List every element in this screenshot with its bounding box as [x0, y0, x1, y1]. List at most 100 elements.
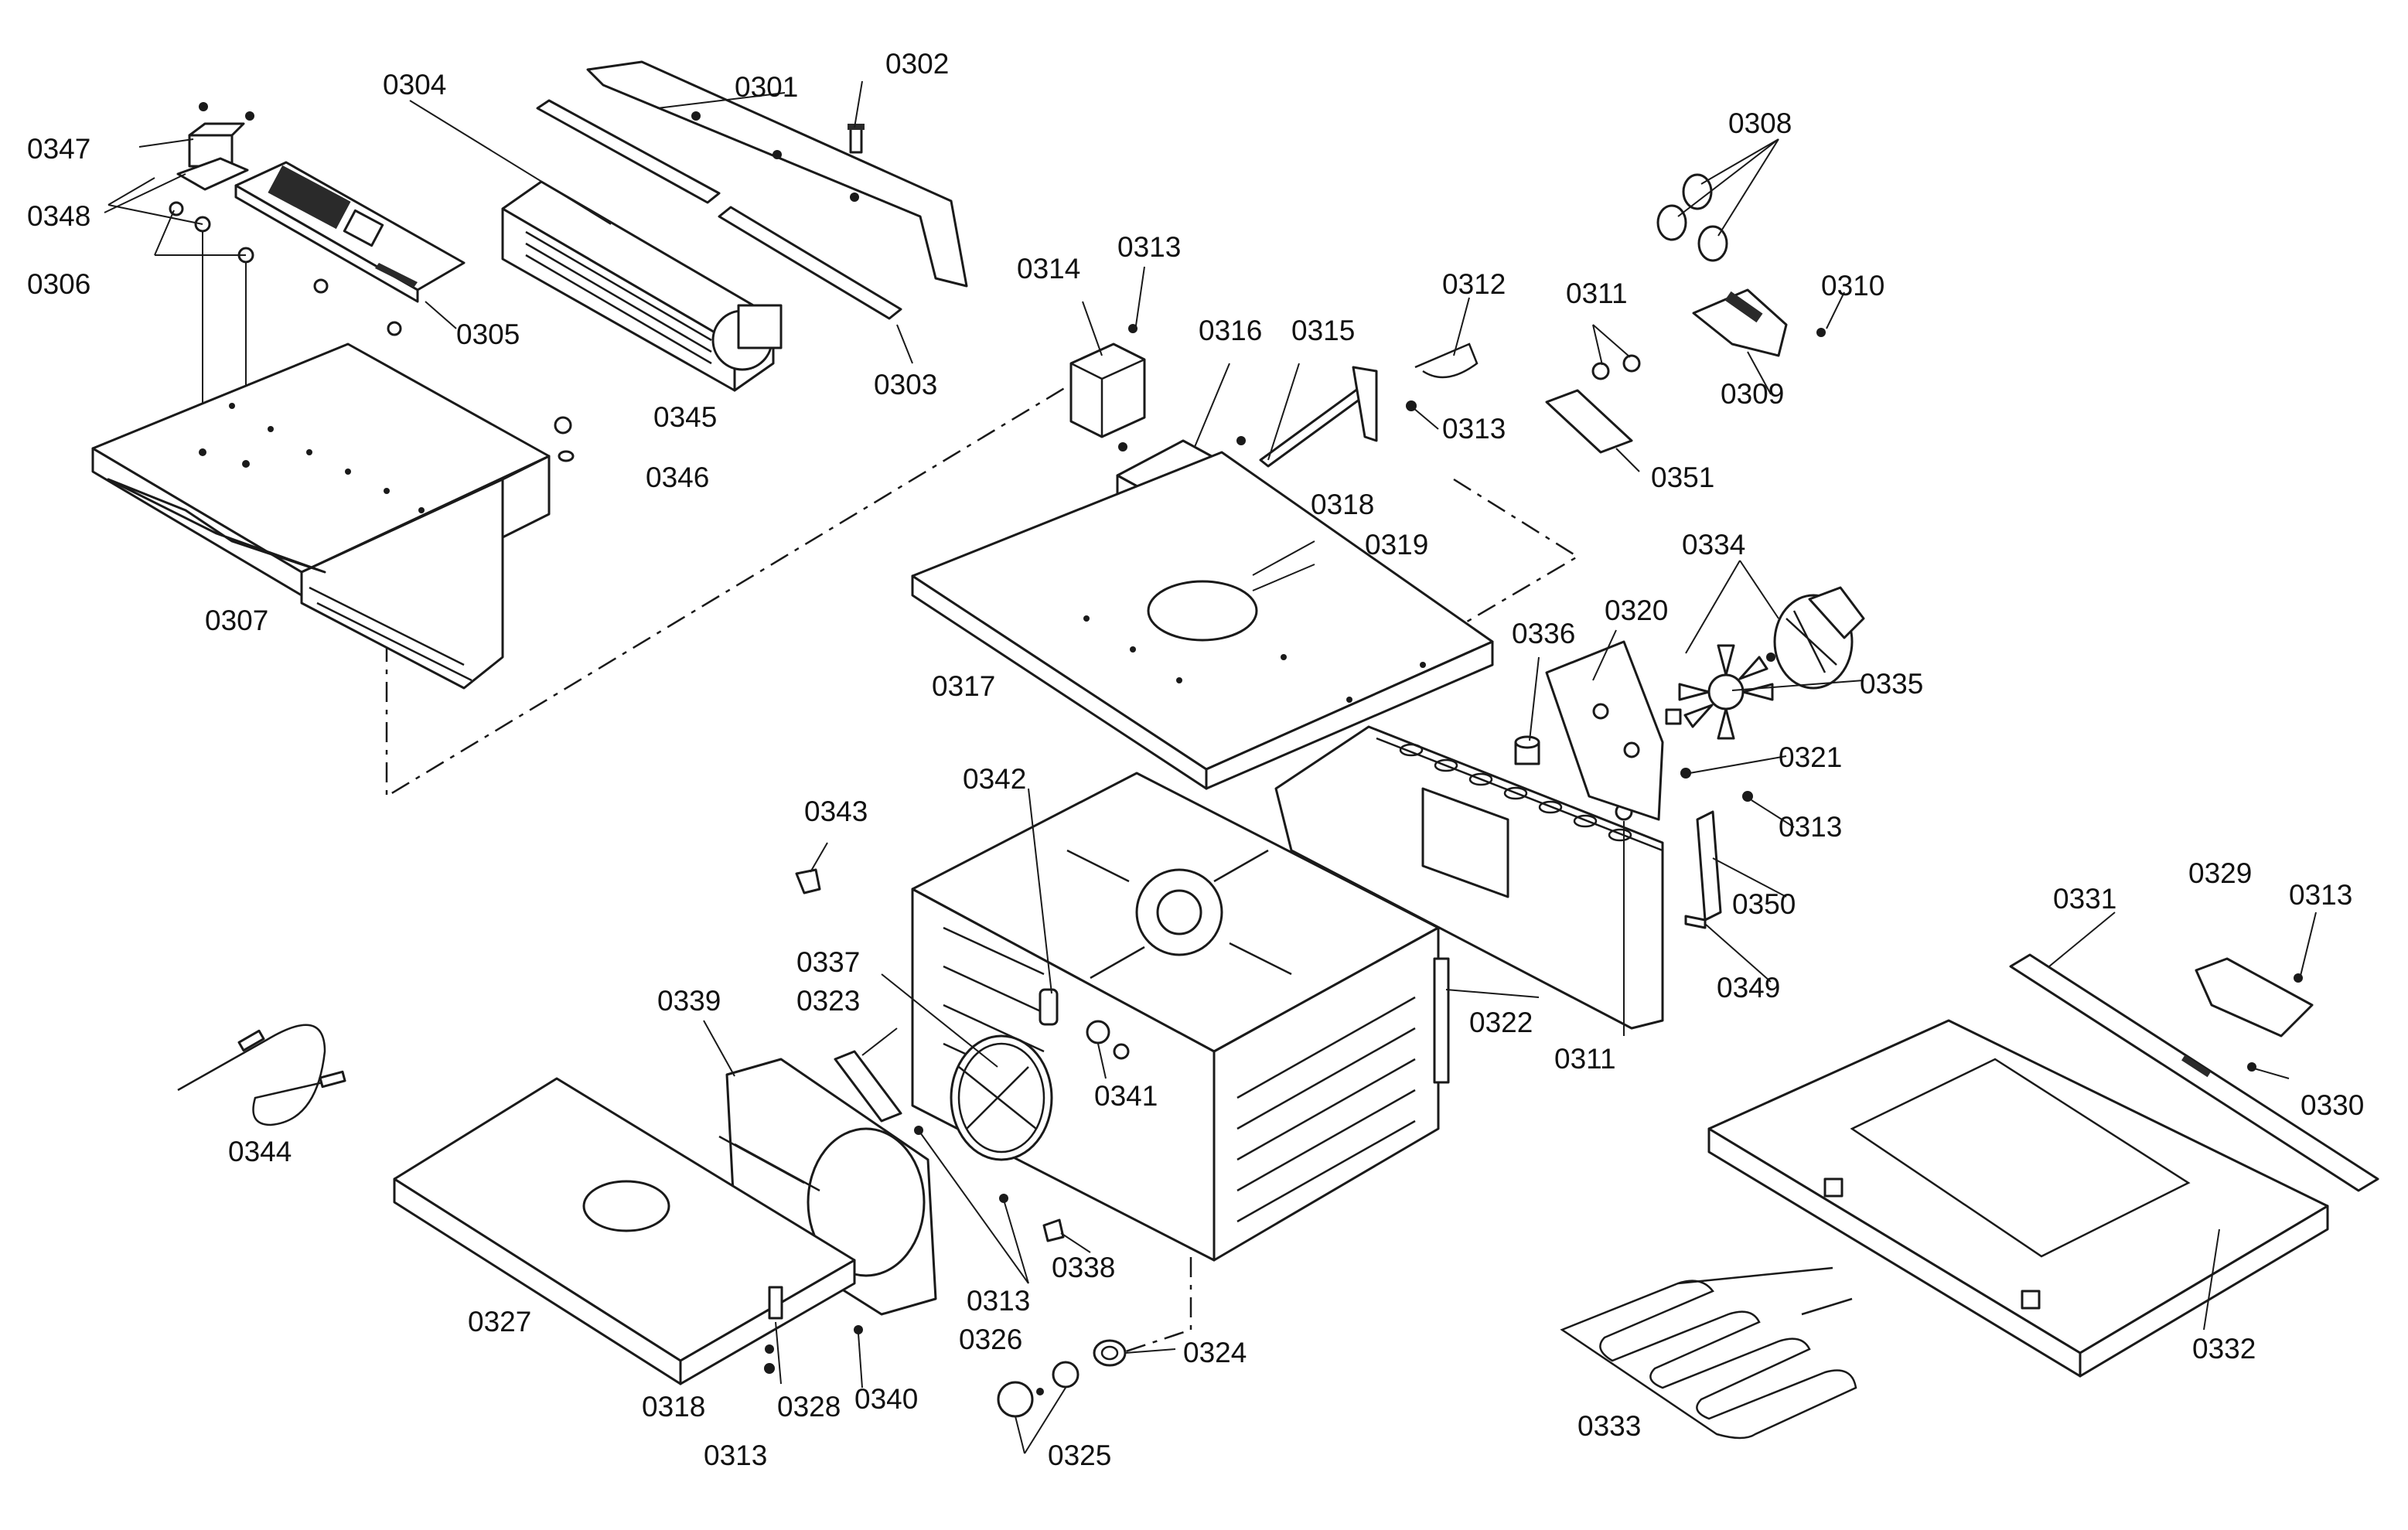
label-0311-top: 0311	[1566, 278, 1628, 309]
part-0334-convection-motor	[1766, 586, 1865, 690]
label-0332: 0332	[2192, 1333, 2256, 1365]
label-0328: 0328	[777, 1391, 841, 1423]
label-0318-door: 0318	[642, 1391, 705, 1423]
part-0351-cover-plate	[1545, 389, 1633, 454]
label-0313-mid: 0313	[1442, 413, 1506, 445]
label-0311-bottom: 0311	[1554, 1043, 1616, 1075]
part-0323-lamp-cover	[834, 1050, 902, 1123]
part-0320-rear-bracket	[1545, 640, 1664, 821]
label-0336: 0336	[1512, 618, 1575, 649]
part-0307-heat-shield	[91, 342, 551, 690]
part-0331-rear-rail	[2009, 953, 2379, 1192]
part-0335-fan-blade	[1665, 644, 1774, 740]
label-0350: 0350	[1732, 888, 1796, 920]
part-0327-door-assembly	[393, 1077, 856, 1385]
label-0327: 0327	[468, 1306, 531, 1337]
alignment-dash-right	[1445, 478, 1580, 636]
label-0320: 0320	[1605, 595, 1668, 626]
label-0321: 0321	[1779, 741, 1842, 773]
part-0322-rear-panel	[1274, 725, 1664, 1030]
part-0302-screw	[848, 124, 865, 154]
part-0321-screws	[1680, 768, 1753, 802]
label-0351: 0351	[1651, 462, 1714, 493]
part-0324-grommet	[1093, 1339, 1127, 1367]
label-0337: 0337	[796, 946, 860, 978]
label-0325: 0325	[1048, 1440, 1111, 1471]
label-0310: 0310	[1821, 270, 1884, 302]
part-oven-cavity	[911, 772, 1450, 1262]
part-0315-0312-temperature-sensor	[1236, 342, 1479, 468]
part-0303-gasket-strips	[536, 99, 902, 320]
label-0313-right: 0313	[1779, 811, 1842, 843]
part-0337-circular-element	[950, 1034, 1053, 1161]
part-0345-0346-nut-washer	[554, 416, 575, 462]
part-0343-clip	[795, 868, 821, 894]
label-0316: 0316	[1199, 315, 1262, 346]
part-0336-bushing	[1514, 735, 1540, 765]
label-0348: 0348	[27, 200, 90, 232]
part-0305-control-board	[234, 161, 466, 336]
part-0349-0350-hinge-bracket	[1684, 810, 1722, 929]
label-0312: 0312	[1442, 268, 1506, 300]
alignment-dash-chassis	[1097, 1136, 1192, 1362]
part-0314-transformer	[1069, 324, 1146, 452]
label-0302: 0302	[885, 48, 949, 80]
part-0308-knob-caps	[1656, 173, 1728, 262]
label-0313-door: 0313	[704, 1440, 767, 1471]
label-0313-tray: 0313	[2289, 879, 2352, 911]
part-0326-0325-control-knob	[997, 1361, 1080, 1418]
part-0333-bake-element	[1560, 1266, 1857, 1440]
label-0346: 0346	[646, 462, 709, 493]
part-0338-screws	[914, 1126, 1065, 1242]
label-0319: 0319	[1365, 529, 1428, 561]
part-0339-front-bracket	[725, 1058, 937, 1316]
label-0334: 0334	[1682, 529, 1745, 561]
label-0307: 0307	[205, 605, 268, 636]
label-0306: 0306	[27, 268, 90, 300]
label-0323: 0323	[796, 985, 860, 1017]
label-0326: 0326	[959, 1324, 1022, 1355]
label-0330: 0330	[2301, 1089, 2364, 1121]
label-0340: 0340	[854, 1383, 918, 1415]
label-0301: 0301	[735, 71, 798, 103]
part-0329-bracket	[2195, 957, 2314, 1072]
part-0348-relay-block	[176, 122, 249, 191]
label-0322: 0322	[1469, 1007, 1533, 1038]
label-0338: 0338	[1052, 1252, 1115, 1283]
label-0343: 0343	[804, 796, 868, 827]
label-0344: 0344	[228, 1136, 292, 1167]
label-0309: 0309	[1721, 378, 1784, 410]
part-0301-top-trim	[586, 60, 968, 288]
label-0313-front: 0313	[967, 1285, 1030, 1317]
label-0341: 0341	[1094, 1080, 1158, 1112]
callout-labels: 0301 0302 0303 0304 0305 0306 0307 0308 …	[27, 48, 2364, 1471]
label-0349: 0349	[1717, 972, 1780, 1004]
label-0339: 0339	[657, 985, 721, 1017]
label-0331: 0331	[2053, 883, 2116, 915]
part-0328-hinge-pin	[764, 1286, 863, 1374]
part-0344-meat-probe	[177, 1024, 346, 1126]
part-0332-bottom-tray	[1707, 1019, 2329, 1378]
label-0342: 0342	[963, 763, 1026, 795]
label-0324: 0324	[1183, 1337, 1247, 1368]
label-0318-top: 0318	[1311, 489, 1374, 520]
part-0309-terminal-block	[1692, 288, 1826, 357]
label-0313-top: 0313	[1117, 231, 1181, 263]
label-0305: 0305	[456, 319, 520, 350]
label-0315: 0315	[1291, 315, 1355, 346]
label-0345: 0345	[653, 401, 717, 433]
label-0335: 0335	[1860, 668, 1923, 700]
part-0304-cooling-blower	[501, 180, 783, 392]
label-0347: 0347	[27, 133, 90, 165]
part-0317-top-panel	[911, 451, 1494, 790]
label-0308: 0308	[1728, 107, 1792, 139]
label-0333: 0333	[1577, 1410, 1641, 1442]
label-0303: 0303	[874, 369, 937, 400]
label-0304: 0304	[383, 69, 446, 101]
label-0329: 0329	[2188, 857, 2252, 889]
label-0314: 0314	[1017, 253, 1080, 285]
leader-lines	[104, 80, 2317, 1454]
alignment-dash-left	[385, 385, 1068, 799]
